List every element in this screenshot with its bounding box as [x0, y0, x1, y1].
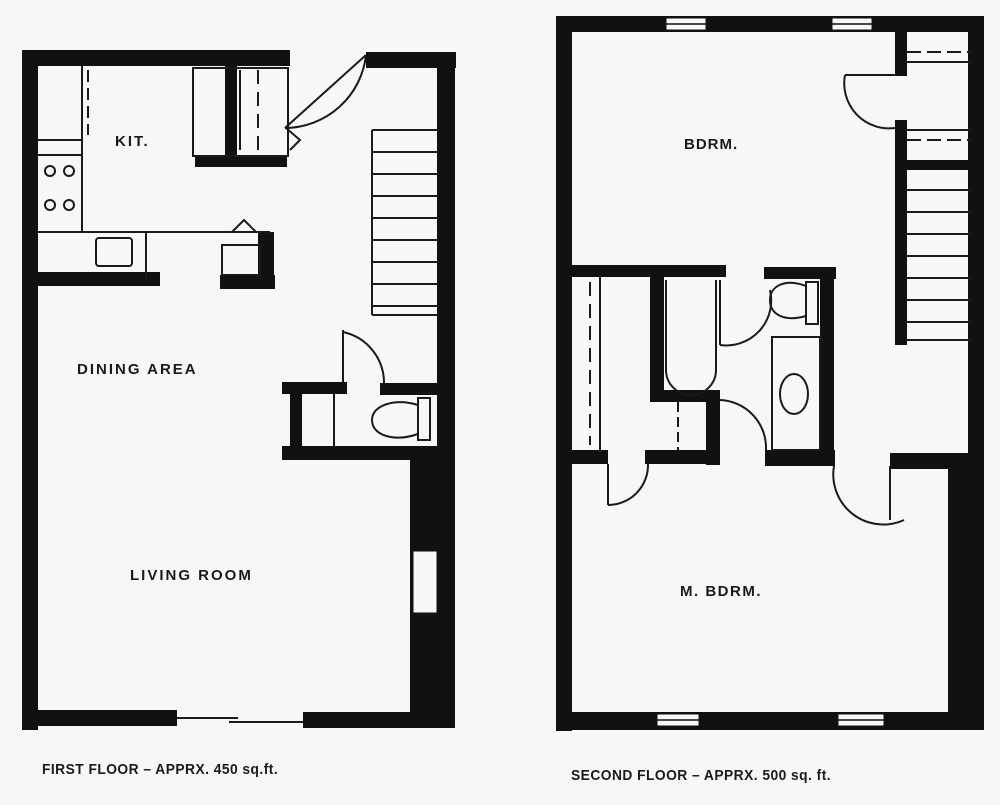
- room-label-dining-area: DINING AREA: [77, 361, 198, 378]
- second-floor-walls: [556, 16, 984, 731]
- range-icon: [38, 154, 82, 211]
- entry-door-icon: [284, 54, 367, 151]
- stairs-icon: [371, 129, 437, 316]
- vanity-sink-icon: [771, 336, 821, 451]
- stairs-icon: [907, 189, 972, 341]
- first-floor-walls: [22, 50, 456, 730]
- toilet-icon: [768, 281, 819, 325]
- second-floor-caption: SECOND FLOOR – APPRX. 500 sq. ft.: [571, 767, 832, 784]
- bathtub-icon: [665, 280, 721, 396]
- window-icon: [412, 17, 885, 727]
- closet-icon: [907, 51, 972, 141]
- room-label-bedroom: BDRM.: [684, 136, 739, 153]
- closet-icon: [192, 67, 289, 157]
- first-floor-caption: FIRST FLOOR – APPRX. 450 sq.ft.: [42, 761, 279, 778]
- closet-icon: [589, 277, 601, 450]
- room-label-kitchen: KIT.: [115, 133, 150, 150]
- room-label-living-room: LIVING ROOM: [130, 567, 253, 584]
- room-label-master-bedroom: M. BDRM.: [680, 583, 762, 600]
- sink-icon: [95, 232, 147, 280]
- toilet-icon: [370, 397, 431, 441]
